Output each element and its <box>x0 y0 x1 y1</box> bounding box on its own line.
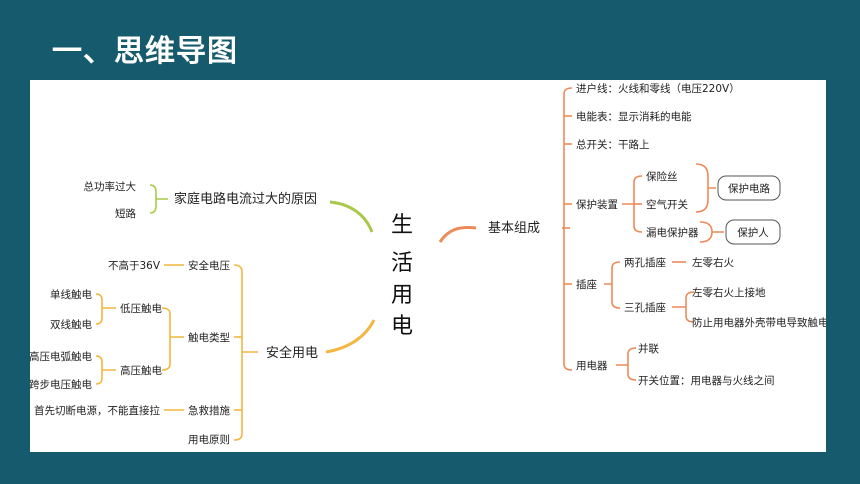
bracket-low-voltage <box>95 293 116 325</box>
first-aid-label: 急救措施 <box>188 404 230 417</box>
protect-circuit-text: 保护电路 <box>728 182 770 195</box>
fuse: 保险丝 <box>646 170 678 183</box>
center-char-1: 生 <box>391 213 413 238</box>
protect-person-text: 保护人 <box>737 226 769 239</box>
mindmap-diagram: 生 活 用 电 家庭电路电流过大的原因 总功率过大 短路 安全用电 安全电压 不… <box>30 82 826 446</box>
three-hole-rule-2: 防止用电器外壳带电导致触电 <box>692 316 826 329</box>
cause-total-power: 总功率过大 <box>84 180 137 193</box>
bracket-shock-types <box>161 307 184 371</box>
safe-voltage-label: 安全电压 <box>188 259 230 272</box>
leakage-protector: 漏电保护器 <box>646 226 699 239</box>
bracket-protect-person <box>699 221 724 243</box>
low-voltage-shock: 低压触电 <box>120 302 162 315</box>
protect-circuit-box <box>717 175 781 201</box>
page-title: 一、思维导图 <box>52 34 238 69</box>
first-aid-note: 首先切断电源，不能直接拉 <box>34 404 160 417</box>
two-hole-socket: 两孔插座 <box>624 256 666 269</box>
two-hole-rule: 左零右火 <box>692 256 734 269</box>
connector-right <box>438 226 477 243</box>
appliance-label: 用电器 <box>576 359 608 372</box>
shock-types-label: 触电类型 <box>188 331 230 344</box>
bracket-overcurrent <box>149 184 168 214</box>
air-switch: 空气开关 <box>646 198 688 211</box>
branch-safety-label: 安全用电 <box>266 345 318 361</box>
step-voltage-shock: 跨步电压触电 <box>30 378 92 391</box>
safe-voltage-note: 不高于36V <box>108 259 161 272</box>
high-voltage-shock: 高压触电 <box>120 364 162 377</box>
arc-shock: 高压电弧触电 <box>30 350 92 363</box>
center-char-3: 用 <box>391 283 413 308</box>
main-switch: 总开关：干路上 <box>576 138 650 151</box>
center-char-2: 活 <box>391 251 413 276</box>
three-hole-socket: 三孔插座 <box>624 301 666 314</box>
bracket-three-hole <box>672 291 695 323</box>
protect-person-box <box>725 219 781 245</box>
mindmap-panel: 生 活 用 电 家庭电路电流过大的原因 总功率过大 短路 安全用电 安全电压 不… <box>30 80 826 452</box>
switch-position: 开关位置：用电器与火线之间 <box>638 374 775 387</box>
bracket-protect-circuit <box>695 163 716 213</box>
principles-label: 用电原则 <box>188 433 230 446</box>
bracket-socket <box>604 261 621 309</box>
branch-overcurrent-label: 家庭电路电流过大的原因 <box>174 191 317 207</box>
connector-branch2 <box>325 319 376 354</box>
center-char-4: 电 <box>391 314 413 339</box>
incoming-line: 进户线：火线和零线（电压220V） <box>576 82 740 95</box>
energy-meter: 电能表：显示消耗的电能 <box>576 110 692 123</box>
cause-short-circuit: 短路 <box>115 207 136 220</box>
bracket-high-voltage <box>95 355 116 385</box>
bracket-safety <box>233 264 258 441</box>
socket-label: 插座 <box>576 278 597 291</box>
parallel-connection: 并联 <box>638 342 659 355</box>
protection-label: 保护装置 <box>576 198 618 211</box>
bracket-appliance <box>616 347 637 381</box>
bracket-basic-components <box>563 87 573 371</box>
three-hole-rule-1: 左零右火上接地 <box>692 286 766 299</box>
connector-branch1 <box>329 200 374 233</box>
basic-components-label: 基本组成 <box>488 221 540 236</box>
single-wire-shock: 单线触电 <box>50 288 92 301</box>
double-wire-shock: 双线触电 <box>50 318 92 331</box>
